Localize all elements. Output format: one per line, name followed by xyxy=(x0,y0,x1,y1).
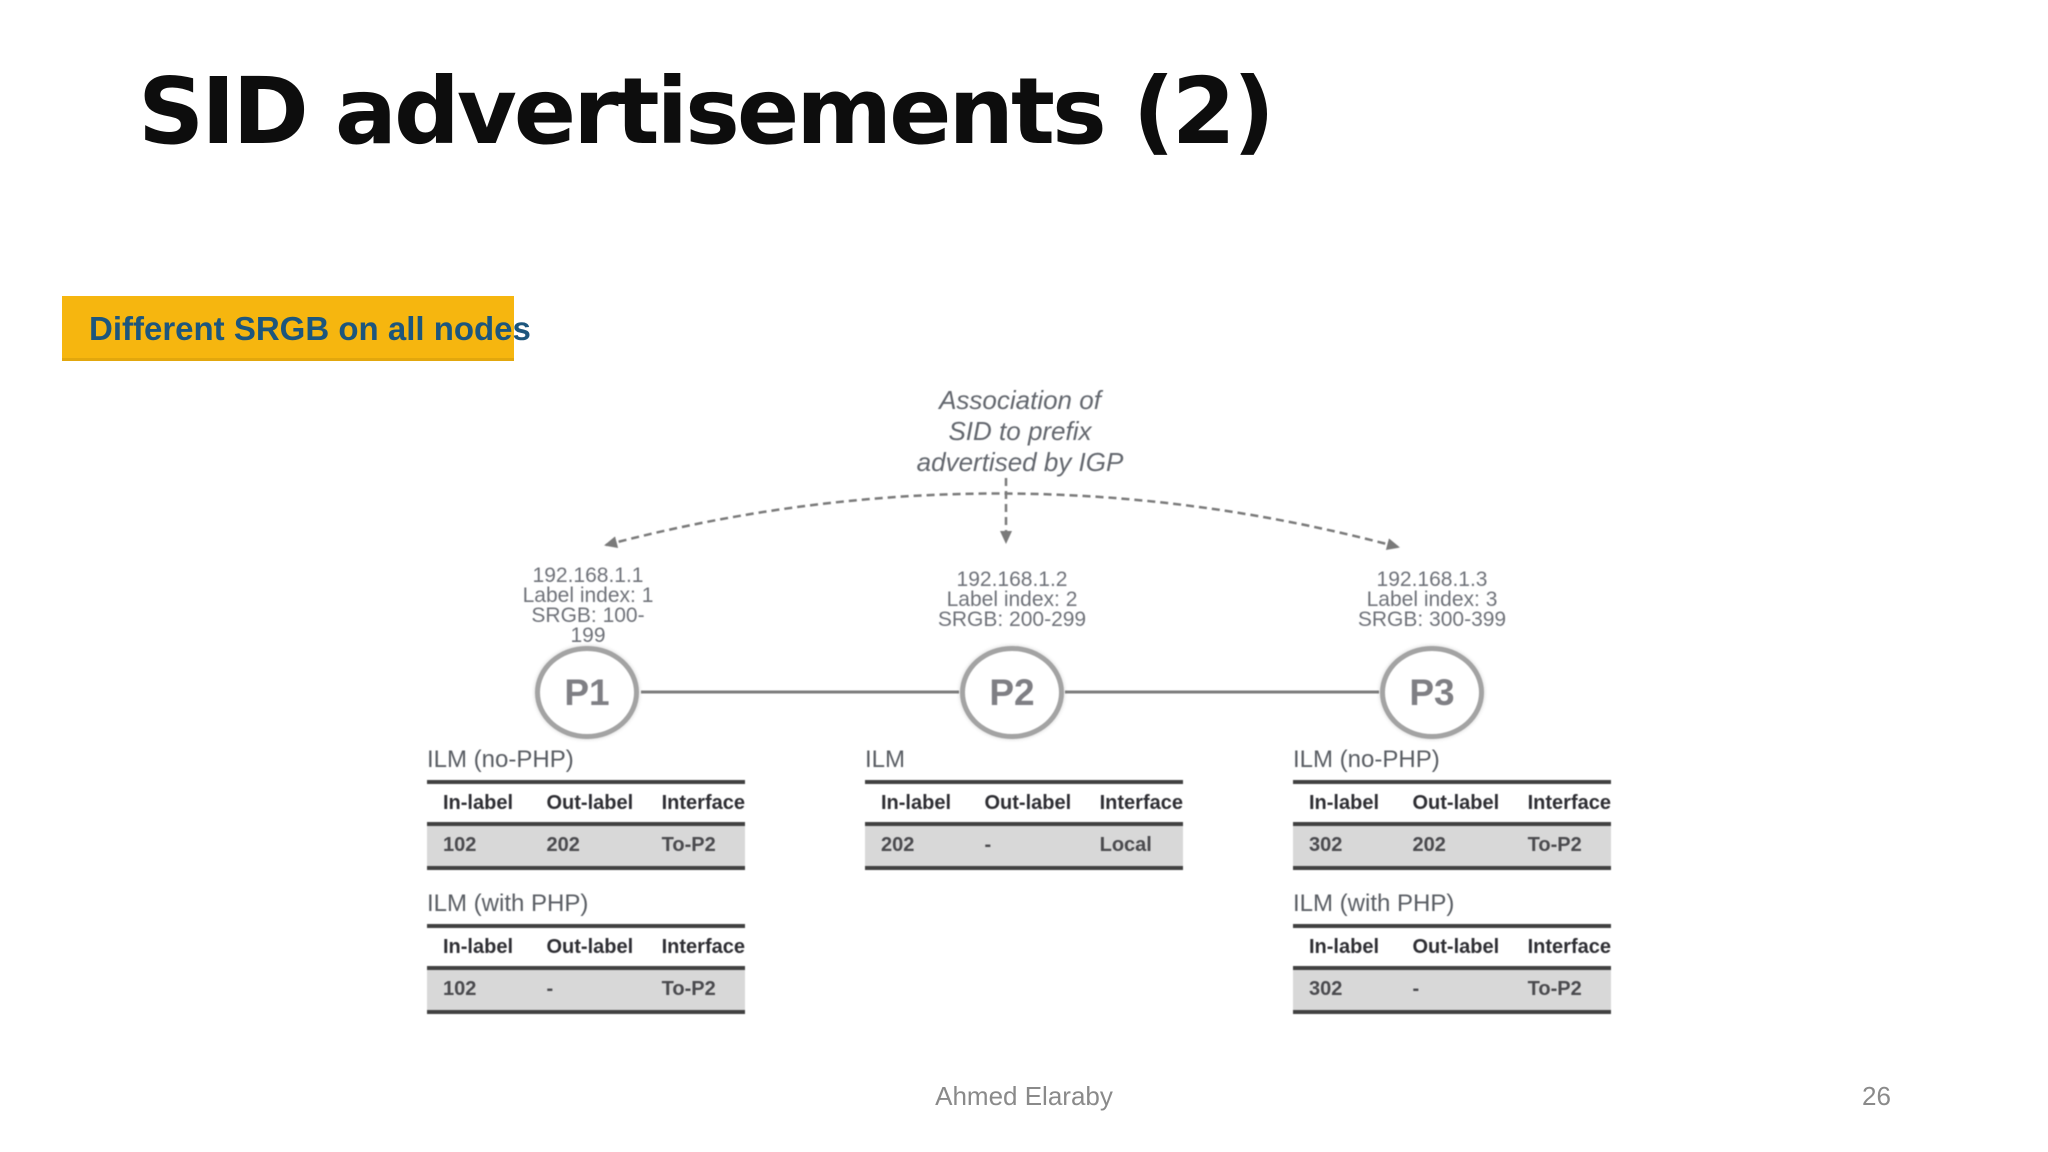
interface-value: To-P2 xyxy=(1511,824,1611,868)
header-row: In-label Out-label Interface xyxy=(427,926,745,970)
p3-ilm-nophp-title: ILM (no-PHP) xyxy=(1293,746,1440,773)
node-p3-srgb: SRGB: 300-399 xyxy=(1357,608,1507,631)
slide-title: SID advertisements (2) xyxy=(138,58,1275,165)
p1-ilm-nophp-title: ILM (no-PHP) xyxy=(427,746,574,773)
node-p2: P2 xyxy=(960,646,1064,739)
in-label-value: 202 xyxy=(865,824,969,868)
table-row: 202 - Local xyxy=(865,824,1183,868)
node-p2-label: 192.168.1.2 Label index: 2 SRGB: 200-299 xyxy=(902,568,1122,631)
node-p2-address: 192.168.1.2 xyxy=(956,568,1068,591)
out-label-header: Out-label xyxy=(968,782,1084,826)
node-p1-label: 192.168.1.1 Label index: 1 SRGB: 100- 19… xyxy=(478,564,698,647)
in-label-header: In-label xyxy=(427,782,531,826)
out-label-header: Out-label xyxy=(530,926,646,970)
p2-table-column: ILM In-label Out-label Interface 202 - L… xyxy=(865,746,1183,870)
p1-table-column: ILM (no-PHP) In-label Out-label Interfac… xyxy=(427,746,745,1014)
dashed-arc-arrow xyxy=(604,492,1400,550)
node-p2-label-index: Label index: 2 xyxy=(946,588,1078,611)
p1-ilm-php-table: In-label Out-label Interface 102 - To-P2 xyxy=(427,924,745,1014)
interface-header: Interface xyxy=(1083,782,1183,826)
out-label-value: 202 xyxy=(530,824,646,868)
footer-author: Ahmed Elaraby xyxy=(935,1081,1113,1111)
highlight-box: Different SRGB on all nodes xyxy=(62,296,531,361)
node-p1-srgb-cont: 199 xyxy=(570,624,606,647)
p2-ilm-title: ILM xyxy=(865,746,906,773)
interface-value: To-P2 xyxy=(645,968,745,1012)
out-label-header: Out-label xyxy=(1396,926,1512,970)
interface-value: To-P2 xyxy=(1511,968,1611,1012)
interface-header: Interface xyxy=(645,782,745,826)
node-p3-address: 192.168.1.3 xyxy=(1376,568,1488,591)
highlight-text: Different SRGB on all nodes xyxy=(89,309,531,347)
table-row: 102 202 To-P2 xyxy=(427,824,745,868)
table-row: 102 - To-P2 xyxy=(427,968,745,1012)
in-label-header: In-label xyxy=(427,926,531,970)
interface-value: Local xyxy=(1083,824,1183,868)
node-p1-name: P1 xyxy=(564,671,610,713)
p3-ilm-php-title: ILM (with PHP) xyxy=(1293,890,1455,917)
table-row: 302 202 To-P2 xyxy=(1293,824,1611,868)
annotation-line: advertised by IGP xyxy=(916,447,1124,477)
p3-ilm-php-table: In-label Out-label Interface 302 - To-P2 xyxy=(1293,924,1611,1014)
p1-ilm-nophp-table: In-label Out-label Interface 102 202 To-… xyxy=(427,780,745,870)
out-label-header: Out-label xyxy=(1396,782,1512,826)
in-label-value: 102 xyxy=(427,968,531,1012)
node-p3-name: P3 xyxy=(1409,671,1455,713)
p2-ilm-table: In-label Out-label Interface 202 - Local xyxy=(865,780,1183,870)
in-label-header: In-label xyxy=(865,782,969,826)
annotation-line: SID to prefix xyxy=(948,416,1092,446)
in-label-header: In-label xyxy=(1293,782,1397,826)
interface-header: Interface xyxy=(1511,782,1611,826)
sid-association-annotation: Association of SID to prefix advertised … xyxy=(895,385,1145,478)
interface-header: Interface xyxy=(645,926,745,970)
node-p3-label: 192.168.1.3 Label index: 3 SRGB: 300-399 xyxy=(1322,568,1542,631)
out-label-value: - xyxy=(968,824,1084,868)
node-p3-label-index: Label index: 3 xyxy=(1366,588,1498,611)
header-row: In-label Out-label Interface xyxy=(1293,782,1611,826)
out-label-header: Out-label xyxy=(530,782,646,826)
interface-header: Interface xyxy=(1511,926,1611,970)
in-label-value: 102 xyxy=(427,824,531,868)
header-row: In-label Out-label Interface xyxy=(427,782,745,826)
p1-ilm-php-title: ILM (with PHP) xyxy=(427,890,589,917)
node-p1: P1 xyxy=(535,646,639,739)
node-p3: P3 xyxy=(1380,646,1484,739)
in-label-value: 302 xyxy=(1293,824,1397,868)
in-label-header: In-label xyxy=(1293,926,1397,970)
node-p1-srgb: SRGB: 100- xyxy=(531,604,645,627)
page-number: 26 xyxy=(1862,1081,1891,1111)
p3-table-column: ILM (no-PHP) In-label Out-label Interfac… xyxy=(1293,746,1611,1014)
header-row: In-label Out-label Interface xyxy=(1293,926,1611,970)
out-label-value: 202 xyxy=(1396,824,1512,868)
interface-value: To-P2 xyxy=(645,824,745,868)
annotation-line: Association of xyxy=(939,385,1101,415)
header-row: In-label Out-label Interface xyxy=(865,782,1183,826)
out-label-value: - xyxy=(1396,968,1512,1012)
node-p2-srgb: SRGB: 200-299 xyxy=(937,608,1087,631)
table-row: 302 - To-P2 xyxy=(1293,968,1611,1012)
in-label-value: 302 xyxy=(1293,968,1397,1012)
node-p1-address: 192.168.1.1 xyxy=(532,564,644,587)
node-p1-label-index: Label index: 1 xyxy=(522,584,654,607)
out-label-value: - xyxy=(530,968,646,1012)
node-p2-name: P2 xyxy=(989,671,1035,713)
p3-ilm-nophp-table: In-label Out-label Interface 302 202 To-… xyxy=(1293,780,1611,870)
